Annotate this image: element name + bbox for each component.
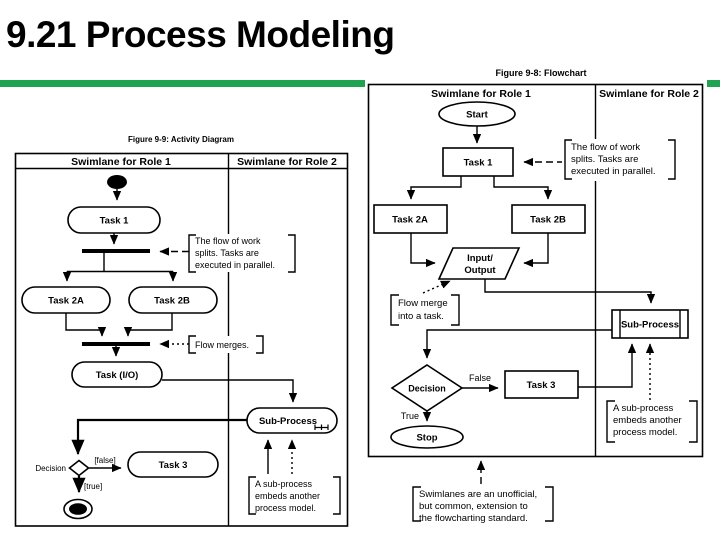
activity-task3-label: Task 3: [159, 460, 188, 471]
flowchart-caption: Figure 9-8: Flowchart: [495, 68, 586, 78]
flowchart-task3-node: Task 3: [504, 370, 579, 399]
svg-text:embeds another: embeds another: [613, 415, 682, 426]
activity-task1-node: Task 1: [67, 206, 161, 234]
flowchart-task1-label: Task 1: [464, 158, 494, 169]
flowchart-true-label: True: [401, 411, 419, 421]
activity-task1-label: Task 1: [100, 216, 130, 227]
activity-lane2-header: Swimlane for Role 2: [237, 156, 337, 168]
svg-text:the flowcharting standard.: the flowcharting standard.: [419, 513, 528, 524]
title-accent-bar-left: [0, 80, 365, 87]
svg-text:Swimlanes are an unofficial,: Swimlanes are an unofficial,: [419, 489, 537, 500]
svg-text:Flow merges.: Flow merges.: [195, 340, 249, 350]
svg-text:process model.: process model.: [613, 427, 677, 438]
flowchart-decision-label: Decision: [408, 384, 446, 394]
activity-task-io-node: Task (I/O): [71, 361, 163, 388]
flowchart-annotation-subprocess: A sub-process embeds another process mod…: [606, 400, 698, 444]
svg-text:A sub-process: A sub-process: [613, 403, 673, 414]
figure-flowchart: Figure 9-8: Flowchart Swimlane for Role …: [366, 68, 706, 524]
flowchart-lane1-header: Swimlane for Role 1: [431, 88, 531, 100]
flowchart-start-label: Start: [466, 110, 488, 121]
activity-final-node: [63, 498, 93, 520]
activity-decision-label: Decision: [35, 464, 66, 473]
subactivity-rake-icon: [314, 424, 329, 430]
flowchart-annotation-merge: Flow merge into a task.: [390, 280, 460, 326]
flowchart-task2a-node: Task 2A: [373, 204, 448, 234]
activity-connectors: [62, 189, 298, 494]
page-title: 9.21 Process Modeling: [6, 14, 395, 55]
activity-subprocess-label: Sub-Process: [259, 416, 317, 427]
svg-text:process model.: process model.: [255, 503, 316, 513]
flowchart-task1-node: Task 1: [442, 147, 514, 177]
flowchart-task2a-label: Task 2A: [392, 215, 428, 226]
activity-task2a-label: Task 2A: [48, 296, 84, 307]
flowchart-false-label: False: [469, 373, 491, 383]
activity-task2a-node: Task 2A: [21, 286, 111, 314]
flowchart-subprocess-label: Sub-Process: [621, 320, 679, 331]
flowchart-connectors: [406, 126, 656, 422]
svg-text:The flow of work: The flow of work: [195, 236, 261, 246]
activity-false-label: [false]: [94, 456, 115, 465]
svg-text:executed in parallel.: executed in parallel.: [571, 166, 656, 177]
svg-text:splits. Tasks are: splits. Tasks are: [195, 248, 259, 258]
flowchart-stop-node: Stop: [390, 425, 464, 449]
svg-text:but common, extension to: but common, extension to: [419, 501, 528, 512]
flowchart-io-node: Input/ Output: [437, 247, 521, 280]
activity-lane1-header: Swimlane for Role 1: [71, 156, 171, 168]
svg-text:executed in parallel.: executed in parallel.: [195, 260, 275, 270]
activity-annotation-merge: Flow merges.: [159, 335, 264, 354]
svg-text:splits. Tasks are: splits. Tasks are: [571, 154, 638, 165]
svg-text:The flow of work: The flow of work: [571, 142, 640, 153]
svg-text:Flow merge: Flow merge: [398, 298, 448, 309]
flowchart-task3-label: Task 3: [527, 380, 556, 391]
activity-task3-node: Task 3: [127, 451, 219, 478]
flowchart-lane2-header: Swimlane for Role 2: [599, 88, 699, 100]
flowchart-task2b-label: Task 2B: [530, 215, 566, 226]
activity-annotation-subprocess: A sub-process embeds another process mod…: [248, 476, 341, 515]
flowchart-stop-label: Stop: [416, 433, 437, 444]
flowchart-annotation-swimlanes: Swimlanes are an unofficial, but common,…: [412, 460, 554, 524]
svg-text:embeds another: embeds another: [255, 491, 320, 501]
flowchart-subprocess-node: Sub-Process: [611, 309, 689, 339]
activity-task2b-label: Task 2B: [154, 296, 190, 307]
activity-fork-bar: [82, 249, 150, 253]
flowchart-task2b-node: Task 2B: [511, 204, 586, 234]
svg-text:A sub-process: A sub-process: [255, 479, 313, 489]
activity-join-bar: [82, 342, 150, 346]
activity-decision-node: Decision: [35, 459, 90, 477]
flowchart-annotation-split: The flow of work splits. Tasks are execu…: [523, 139, 680, 181]
activity-caption: Figure 9-9: Activity Diagram: [128, 135, 234, 144]
title-accent-bar-right: [707, 80, 720, 87]
activity-initial-node: [107, 175, 127, 189]
flowchart-decision-node: Decision: [390, 364, 464, 412]
flowchart-io-label-line1: Input/: [467, 253, 493, 264]
activity-subprocess-node: Sub-Process: [246, 407, 338, 434]
flowchart-start-node: Start: [438, 101, 516, 127]
flowchart-io-label-line2: Output: [464, 265, 496, 276]
svg-text:into a task.: into a task.: [398, 311, 444, 322]
activity-annotation-split: The flow of work splits. Tasks are execu…: [159, 234, 296, 273]
figure-activity-diagram: Figure 9-9: Activity Diagram Swimlane fo…: [14, 135, 349, 527]
activity-task2b-node: Task 2B: [128, 286, 218, 314]
activity-true-label: [true]: [84, 482, 102, 491]
activity-task-io-label: Task (I/O): [96, 370, 139, 381]
